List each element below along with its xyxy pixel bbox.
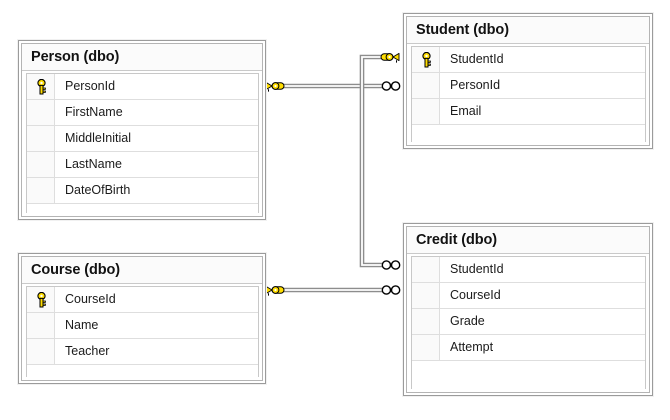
table-empty-row[interactable] <box>27 365 258 377</box>
row-icon-cell <box>27 365 55 377</box>
many-icon-student-personid <box>381 81 401 91</box>
row-icon-cell <box>27 178 55 203</box>
row-icon-cell <box>412 283 440 308</box>
primary-key-icon <box>37 292 46 308</box>
row-icon-cell <box>412 257 440 282</box>
relationship-course-credit[interactable] <box>265 285 401 297</box>
column-name: LastName <box>65 157 122 171</box>
table-row[interactable]: PersonId <box>27 74 258 100</box>
table-empty-row[interactable] <box>412 125 645 142</box>
row-icon-cell <box>412 309 440 334</box>
one-key-icon-course <box>265 285 285 297</box>
table-row[interactable]: Attempt <box>412 335 645 361</box>
column-name: Teacher <box>65 344 110 358</box>
row-icon-cell <box>27 204 55 213</box>
row-icon-cell <box>27 287 55 312</box>
row-icon-cell <box>27 313 55 338</box>
relationship-person-student[interactable] <box>265 81 401 93</box>
table-row[interactable]: StudentId <box>412 47 645 73</box>
column-name: DateOfBirth <box>65 183 131 197</box>
one-key-icon-person <box>265 81 285 93</box>
row-icon-cell <box>412 361 440 389</box>
table-row[interactable]: FirstName <box>27 100 258 126</box>
column-name: Grade <box>450 314 485 328</box>
column-name: MiddleInitial <box>65 131 132 145</box>
table-row[interactable]: Name <box>27 313 258 339</box>
row-icon-cell <box>27 126 55 151</box>
table-row[interactable]: DateOfBirth <box>27 178 258 204</box>
table-empty-row[interactable] <box>27 204 258 213</box>
table-title: Person (dbo) <box>22 44 262 71</box>
row-icon-cell <box>412 125 440 142</box>
column-name: CourseId <box>450 288 501 302</box>
row-icon-cell <box>27 74 55 99</box>
column-name: Attempt <box>450 340 494 354</box>
table-row[interactable]: MiddleInitial <box>27 126 258 152</box>
table-row[interactable]: CourseId <box>27 287 258 313</box>
table-empty-row[interactable] <box>412 361 645 389</box>
column-name: PersonId <box>65 79 116 93</box>
many-icon-credit-studentid <box>381 260 401 270</box>
column-name <box>55 204 258 213</box>
primary-key-icon <box>422 52 431 68</box>
relationship-student-credit[interactable] <box>359 52 401 270</box>
column-name <box>440 125 645 142</box>
row-icon-cell <box>412 99 440 124</box>
column-name <box>55 365 258 377</box>
column-name: StudentId <box>450 262 504 276</box>
row-icon-cell <box>412 47 440 72</box>
row-icon-cell <box>412 73 440 98</box>
column-name: FirstName <box>65 105 123 119</box>
row-icon-cell <box>27 152 55 177</box>
table-title: Credit (dbo) <box>407 227 649 254</box>
table-row[interactable]: LastName <box>27 152 258 178</box>
many-icon-credit-courseid <box>381 285 401 295</box>
column-name: Email <box>450 104 482 118</box>
table-title: Course (dbo) <box>22 257 262 284</box>
column-name: StudentId <box>450 52 504 66</box>
row-icon-cell <box>27 100 55 125</box>
table-title: Student (dbo) <box>407 17 649 44</box>
column-name: Name <box>65 318 99 332</box>
table-row[interactable]: Email <box>412 99 645 125</box>
table-row[interactable]: Grade <box>412 309 645 335</box>
primary-key-icon <box>37 79 46 95</box>
column-name: CourseId <box>65 292 116 306</box>
table-row[interactable]: PersonId <box>412 73 645 99</box>
table-row[interactable]: Teacher <box>27 339 258 365</box>
column-name <box>440 361 645 389</box>
one-key-icon-student <box>380 52 400 64</box>
row-icon-cell <box>27 339 55 364</box>
column-name: PersonId <box>450 78 501 92</box>
table-row[interactable]: CourseId <box>412 283 645 309</box>
row-icon-cell <box>412 335 440 360</box>
table-row[interactable]: StudentId <box>412 257 645 283</box>
